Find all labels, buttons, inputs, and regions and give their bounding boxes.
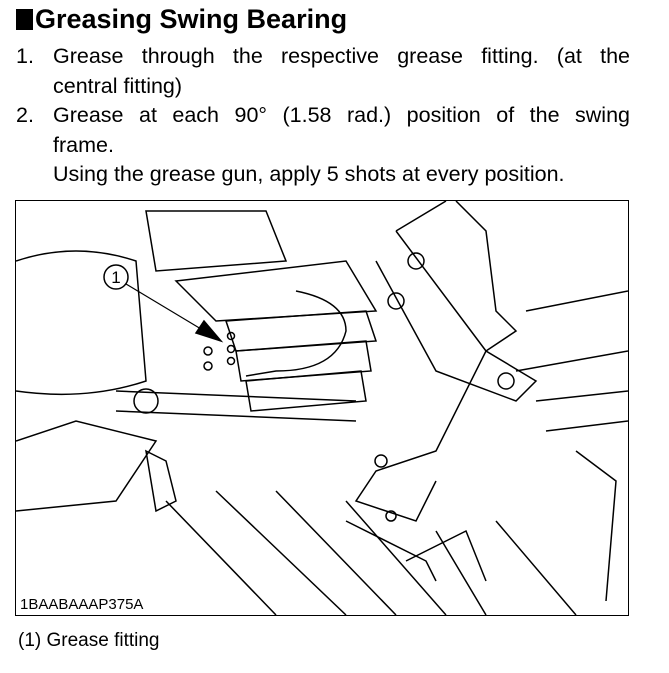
- square-bullet-icon: [16, 9, 33, 30]
- step-text: Grease at each 90° (1.58 rad.) position …: [53, 103, 630, 127]
- section-title: Greasing Swing Bearing: [16, 4, 347, 35]
- title-text: Greasing Swing Bearing: [35, 4, 348, 34]
- machine-line-drawing: 1: [16, 201, 628, 615]
- figure-caption: (1) Grease fitting: [18, 630, 160, 651]
- figure-id: 1BAABAAAP375A: [20, 596, 144, 613]
- step-1: 1. Grease through the respective grease …: [16, 42, 630, 101]
- step-number: 2.: [16, 103, 34, 127]
- swing-bearing-illustration: 1 1BAABAAAP375A: [15, 200, 629, 616]
- step-text: central fitting): [53, 73, 183, 98]
- step-text: Using the grease gun, apply 5 shots at e…: [53, 162, 565, 186]
- step-number: 1.: [16, 44, 34, 68]
- step-text: frame.: [53, 132, 114, 157]
- step-2: 2. Grease at each 90° (1.58 rad.) positi…: [16, 101, 630, 190]
- step-text: Grease through the respective grease fit…: [53, 44, 630, 68]
- callout-number: 1: [111, 268, 120, 287]
